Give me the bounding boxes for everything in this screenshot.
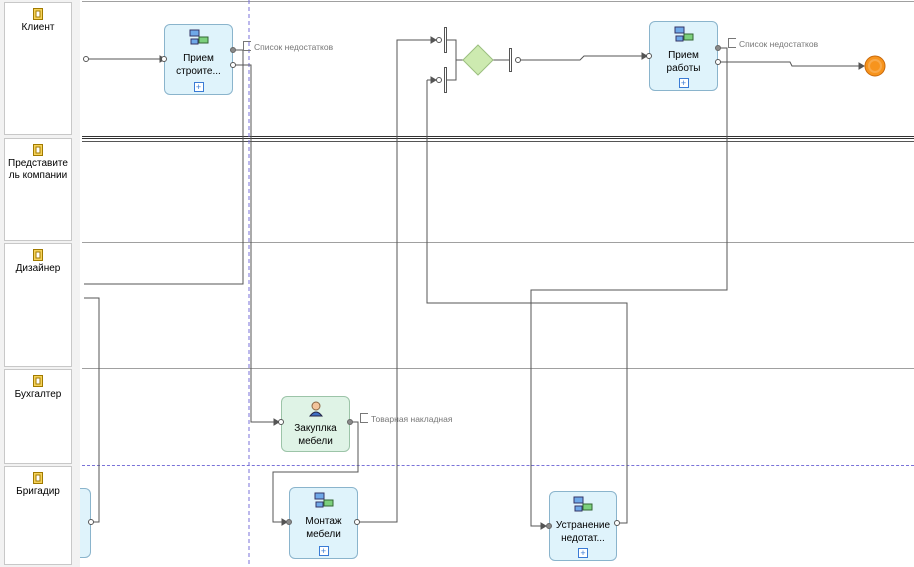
expand-icon[interactable]: + (678, 78, 689, 88)
lane-client[interactable]: Клиент (4, 2, 72, 135)
lane-label: Бухгалтер (14, 389, 62, 400)
subprocess-icon (165, 29, 232, 50)
lane-company-rep[interactable]: Представитель компании (4, 138, 72, 241)
join-bar-lower (444, 67, 447, 93)
doc-port[interactable] (230, 47, 236, 53)
task-label: Прием строите... (176, 53, 221, 77)
lane-separator (82, 136, 914, 139)
lane-label: Клиент (21, 22, 55, 33)
task-install-furniture[interactable]: Монтаж мебели + (289, 487, 358, 559)
port[interactable] (436, 37, 442, 43)
port[interactable] (88, 519, 94, 525)
port[interactable] (515, 57, 521, 63)
subprocess-icon (650, 26, 717, 47)
end-event[interactable] (866, 57, 884, 75)
port[interactable] (646, 53, 652, 59)
doc-port[interactable] (347, 419, 353, 425)
doc-port[interactable] (286, 519, 292, 525)
lane-accountant[interactable]: Бухгалтер (4, 369, 72, 464)
task-label: Прием работы (666, 50, 701, 74)
task-label: Закуплка мебели (294, 423, 337, 447)
document-icon (243, 41, 251, 51)
role-icon (33, 144, 43, 156)
lane-separator (82, 141, 914, 142)
subprocess-icon (290, 492, 357, 513)
expand-icon[interactable]: + (578, 548, 588, 558)
exclusive-gateway (462, 44, 494, 76)
lane-label: Представитель компании (8, 158, 68, 181)
expand-icon[interactable]: + (318, 546, 329, 556)
task-fix-defects[interactable]: Устранение недотат... + (549, 491, 617, 561)
subprocess-icon (550, 496, 616, 517)
role-icon (33, 472, 43, 484)
task-accept-work[interactable]: Прием работы + (649, 21, 718, 91)
lane-label: Бригадир (16, 486, 60, 497)
port[interactable] (715, 59, 721, 65)
lane-separator (82, 465, 914, 466)
expand-icon[interactable]: + (193, 82, 204, 92)
port[interactable] (278, 419, 284, 425)
document-label[interactable]: Товарная накладная (360, 413, 452, 424)
lane-separator (82, 242, 914, 243)
port[interactable] (614, 520, 620, 526)
port[interactable] (161, 56, 167, 62)
lane-separator (82, 368, 914, 369)
role-icon (33, 249, 43, 261)
lane-label: Дизайнер (15, 263, 61, 274)
role-icon (33, 8, 43, 20)
port[interactable] (83, 56, 89, 62)
split-bar (509, 48, 512, 72)
doc-port[interactable] (546, 523, 552, 529)
document-icon (728, 38, 736, 48)
task-label: Устранение недотат... (555, 520, 611, 544)
port[interactable] (436, 77, 442, 83)
task-accept-construction[interactable]: Прием строите... + (164, 24, 233, 95)
task-buy-furniture[interactable]: Закуплка мебели (281, 396, 350, 452)
document-label[interactable]: Список недостатков (728, 38, 818, 49)
document-icon (360, 413, 368, 423)
lane-designer[interactable]: Дизайнер (4, 243, 72, 367)
lane-foreman[interactable]: Бригадир (4, 466, 72, 565)
port[interactable] (230, 62, 236, 68)
lane-separator (82, 1, 914, 2)
doc-port[interactable] (715, 45, 721, 51)
task-label: Монтаж мебели (305, 516, 342, 540)
role-icon (33, 375, 43, 387)
user-task-icon (282, 401, 349, 420)
port[interactable] (354, 519, 360, 525)
document-label[interactable]: Список недостатков (243, 41, 333, 52)
join-bar-upper (444, 27, 447, 53)
